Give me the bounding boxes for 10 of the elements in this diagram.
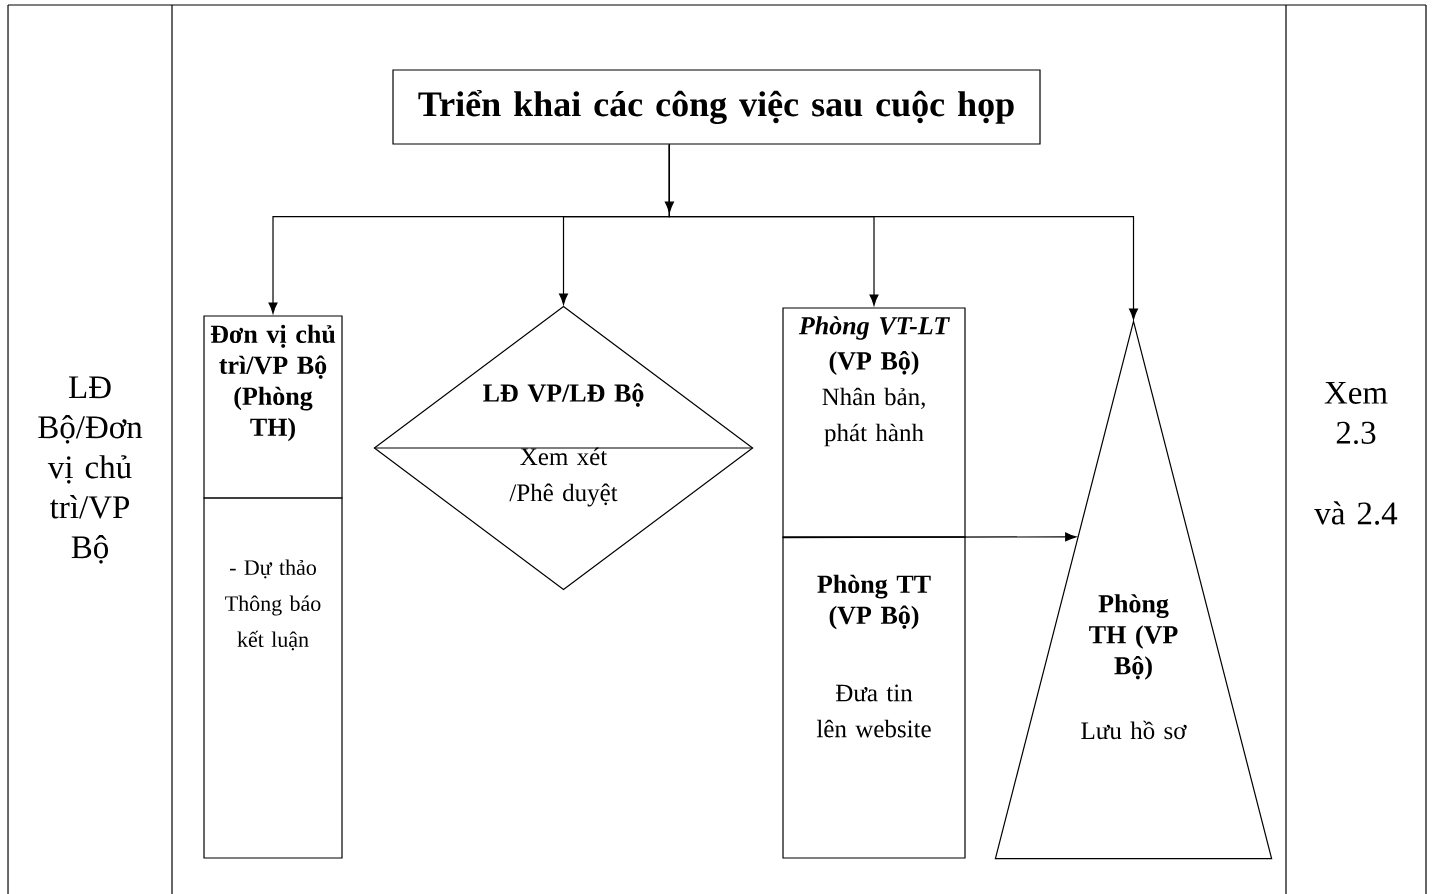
process-box: Phòng VT-LT (VP Bộ) Nhân bản, phát hành <box>782 307 966 538</box>
column-label: LĐ Bộ/Đơn vị chủ trì/VP Bộ <box>38 376 143 564</box>
process-box: - Dự thảo Thông báo kết luận <box>203 497 343 859</box>
arrow <box>781 532 1077 542</box>
process-box: Đơn vị chủ trì/VP Bộ (Phòng TH) <box>203 315 343 499</box>
column-label: Xem 2.3 <box>1324 381 1388 445</box>
column-label: và 2.4 <box>1314 501 1398 525</box>
arrow <box>668 144 1139 320</box>
title-box: Triển khai các công việc sau cuộc họp <box>392 69 1041 145</box>
process-box: Phòng TT (VP Bộ) Đưa tin lên website <box>782 536 966 859</box>
